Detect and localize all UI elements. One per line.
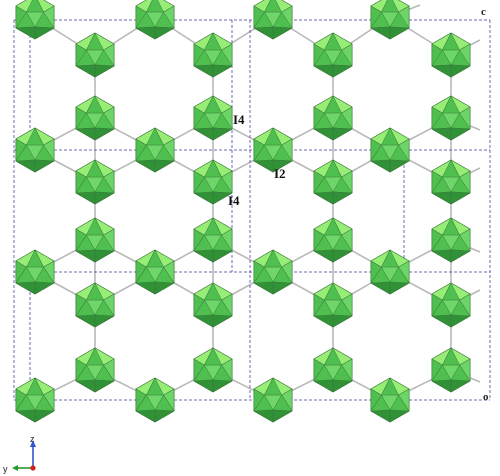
icosahedron <box>75 159 115 205</box>
icosahedron <box>431 159 471 205</box>
icosahedron <box>135 127 175 173</box>
cell-corner-labels: c o <box>481 6 489 403</box>
icosahedron <box>15 0 55 40</box>
icosahedron <box>431 32 471 78</box>
icosahedron <box>431 95 471 141</box>
icosahedron <box>15 377 55 423</box>
site-label-i2: I2 <box>274 166 286 181</box>
icosahedron <box>253 0 293 40</box>
icosahedra-clusters <box>15 0 471 423</box>
icosahedron <box>253 249 293 295</box>
icosahedron <box>313 159 353 205</box>
icosahedron <box>253 377 293 423</box>
icosahedron <box>431 282 471 328</box>
icosahedron <box>135 0 175 40</box>
icosahedron <box>193 282 233 328</box>
icosahedron <box>253 127 293 173</box>
icosahedron <box>370 0 410 40</box>
axis-origin-dot <box>30 465 36 471</box>
y-axis-label: y <box>3 464 8 474</box>
icosahedron <box>135 249 175 295</box>
axis-c-label: c <box>481 6 486 18</box>
icosahedron <box>370 249 410 295</box>
origin-o-label: o <box>483 391 489 403</box>
icosahedron <box>15 249 55 295</box>
y-axis-arrowhead <box>12 465 18 471</box>
icosahedron <box>313 217 353 263</box>
icosahedron <box>193 217 233 263</box>
site-labels: I4 I2 I4 <box>228 112 286 208</box>
icosahedron <box>75 282 115 328</box>
z-axis-label: z <box>30 434 35 444</box>
icosahedron <box>313 32 353 78</box>
orientation-axes: z y <box>3 434 36 474</box>
icosahedron <box>313 282 353 328</box>
icosahedron <box>75 347 115 393</box>
icosahedron <box>370 127 410 173</box>
icosahedron <box>313 95 353 141</box>
icosahedron <box>193 95 233 141</box>
icosahedron <box>15 127 55 173</box>
icosahedron <box>193 32 233 78</box>
icosahedron <box>370 377 410 423</box>
icosahedron <box>75 217 115 263</box>
icosahedron <box>193 159 233 205</box>
icosahedron <box>75 32 115 78</box>
site-label-i4-upper: I4 <box>233 112 245 127</box>
icosahedron <box>193 347 233 393</box>
site-label-i4-lower: I4 <box>228 193 240 208</box>
icosahedron <box>431 347 471 393</box>
icosahedron <box>75 95 115 141</box>
z-axis-arrowhead <box>30 440 36 447</box>
unit-cell-boundaries <box>13 19 491 401</box>
icosahedron <box>431 217 471 263</box>
icosahedron <box>313 347 353 393</box>
icosahedron <box>135 377 175 423</box>
